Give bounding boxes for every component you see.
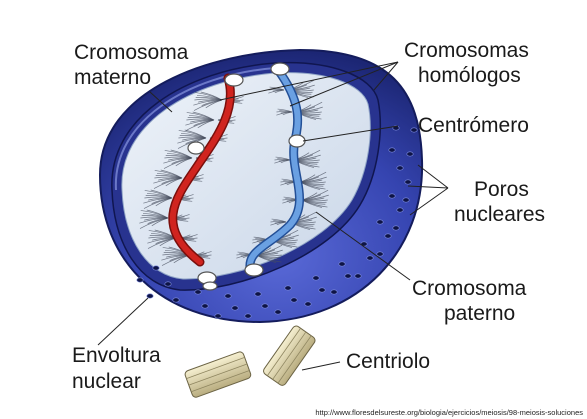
nuclear-pore bbox=[152, 265, 160, 271]
nuclear-pore bbox=[261, 303, 269, 309]
nuclear-pore bbox=[224, 293, 232, 299]
nuclear-pore bbox=[244, 313, 252, 319]
nuclear-pore bbox=[376, 251, 384, 257]
nuclear-pore bbox=[384, 233, 392, 239]
label-envoltura-nuclear-2: nuclear bbox=[72, 370, 141, 393]
nuclear-pore bbox=[231, 305, 239, 311]
nuclear-pore bbox=[402, 197, 410, 203]
centriole-left bbox=[184, 351, 252, 398]
label-centromero: Centrómero bbox=[418, 114, 529, 137]
nuclear-pore bbox=[406, 151, 414, 157]
chromatin-fiber bbox=[192, 111, 215, 121]
nuclear-pore bbox=[388, 147, 396, 153]
chromatin-fiber bbox=[200, 91, 223, 101]
nuclear-pore bbox=[194, 289, 202, 295]
source-url: http://www.floresdelsureste.org/biologia… bbox=[315, 408, 583, 417]
centriole-right bbox=[263, 325, 316, 386]
label-cromosomas-homologos-1: Cromosomas bbox=[404, 39, 529, 62]
label-cromosoma-materno-1: Cromosoma bbox=[74, 41, 189, 64]
nuclear-pore bbox=[254, 291, 262, 297]
chromatin-fiber bbox=[277, 108, 293, 113]
label-cromosoma-paterno-2: paterno bbox=[444, 302, 515, 325]
nuclear-pore bbox=[396, 207, 404, 213]
nuclear-pore bbox=[318, 287, 326, 293]
nuclear-pore bbox=[410, 127, 418, 133]
centromeres bbox=[187, 62, 306, 291]
nuclear-pore bbox=[172, 297, 180, 303]
nuclear-pore bbox=[214, 313, 222, 319]
label-poros-nucleares-2: nucleares bbox=[454, 203, 545, 226]
chromatin-fiber bbox=[271, 218, 287, 223]
label-cromosoma-materno-2: materno bbox=[74, 66, 151, 89]
nuclear-pore bbox=[404, 179, 412, 185]
chromatin-fiber bbox=[160, 169, 183, 179]
nuclear-pore bbox=[376, 219, 384, 225]
label-poros-nucleares-1: Poros bbox=[474, 178, 529, 201]
label-envoltura-nuclear-1: Envoltura bbox=[72, 344, 161, 367]
nuclear-pore bbox=[392, 225, 400, 231]
chromatin-fiber bbox=[150, 189, 173, 199]
nuclear-pore bbox=[330, 289, 338, 295]
nuclear-pore bbox=[354, 273, 362, 279]
nuclear-pore bbox=[312, 275, 320, 281]
nuclear-pore bbox=[146, 293, 154, 299]
leader-lines bbox=[97, 61, 449, 371]
nuclear-pores bbox=[136, 125, 418, 319]
nuclear-pore bbox=[304, 301, 312, 307]
nuclear-pore bbox=[274, 309, 282, 315]
nuclear-pore bbox=[366, 255, 374, 261]
nuclear-pore bbox=[136, 277, 144, 283]
nuclear-pore bbox=[290, 297, 298, 303]
nucleoplasm bbox=[121, 72, 371, 280]
label-centriolo: Centriolo bbox=[346, 350, 430, 373]
nuclear-pore bbox=[338, 261, 346, 267]
chromatin-fiber bbox=[184, 129, 207, 139]
chromatin-fiber bbox=[170, 149, 193, 159]
label-cromosomas-homologos-2: homólogos bbox=[418, 64, 521, 87]
nuclear-pore bbox=[164, 281, 172, 287]
label-cromosoma-paterno-1: Cromosoma bbox=[412, 277, 527, 300]
nuclear-pore bbox=[201, 303, 209, 309]
nuclear-pore bbox=[396, 165, 404, 171]
nuclear-pore bbox=[344, 273, 352, 279]
nuclear-pore bbox=[284, 285, 292, 291]
chromatin-fiber bbox=[146, 209, 169, 219]
chromatin-fiber bbox=[275, 156, 291, 161]
nuclear-pore bbox=[388, 193, 396, 199]
